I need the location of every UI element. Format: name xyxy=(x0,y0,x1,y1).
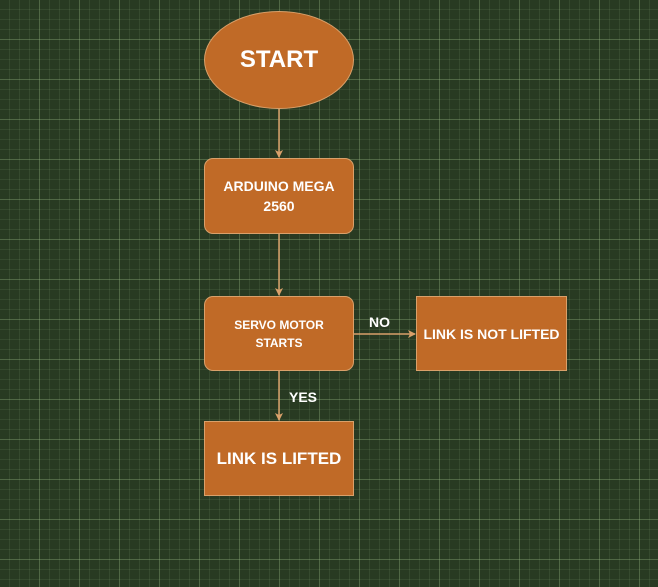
servo-node-label: SERVO MOTOR STARTS xyxy=(234,317,324,350)
link-lifted-node: LINK IS LIFTED xyxy=(204,421,354,496)
start-node: START xyxy=(204,11,354,109)
arduino-node-label: ARDUINO MEGA 2560 xyxy=(223,178,335,214)
link-not-lifted-node: LINK IS NOT LIFTED xyxy=(416,296,567,371)
edge-label-yes: YES xyxy=(289,389,318,405)
link-lifted-label: LINK IS LIFTED xyxy=(216,448,342,468)
edge-label-no: NO xyxy=(369,314,390,330)
arduino-node: ARDUINO MEGA 2560 xyxy=(204,158,354,234)
start-node-label: START xyxy=(239,46,319,73)
servo-decision-node: SERVO MOTOR STARTS xyxy=(204,296,354,371)
link-not-lifted-label: LINK IS NOT LIFTED xyxy=(423,325,560,342)
